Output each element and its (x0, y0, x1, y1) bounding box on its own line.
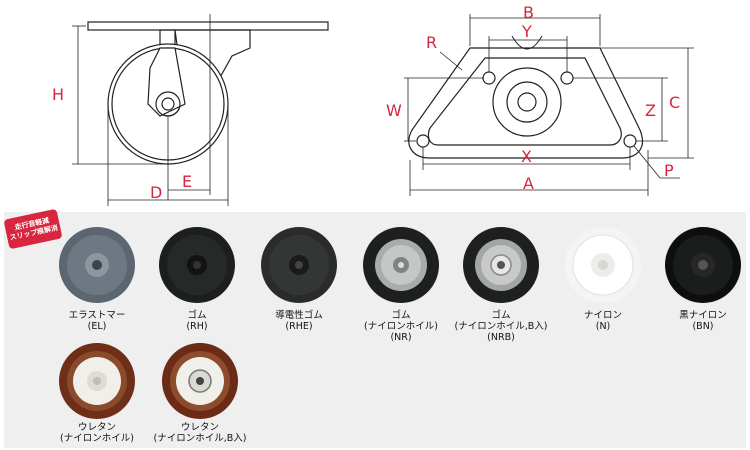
wheel-image-conductive-rubber (261, 227, 337, 303)
wheel-label-rubber-nylon-bearing: ゴム(ナイロンホイル,B入)(NRB) (454, 310, 548, 343)
dim-label-e: E (182, 172, 192, 191)
dim-label-r: R (426, 33, 437, 52)
plate-view (408, 35, 643, 159)
wheel-image-elastomer (59, 227, 135, 303)
caster-dimension-diagram: H D E B (52, 3, 694, 206)
wheel-label-rubber-nylon: ゴム(ナイロンホイル)(NR) (364, 310, 438, 343)
side-view-dimensions (72, 14, 229, 206)
wheel-label-urethane-nylon-bearing: ウレタン(ナイロンホイル,B入) (153, 422, 247, 444)
side-view (87, 21, 329, 165)
wheel-image-urethane-nylon (59, 343, 135, 419)
dim-label-h: H (52, 85, 64, 104)
dim-label-y: Y (521, 22, 532, 41)
plate-view-dimensions (404, 14, 694, 196)
wheel-image-rubber (159, 227, 235, 303)
wheel-label-black-nylon: 黒ナイロン(BN) (679, 310, 727, 332)
wheel-type-gallery: 走行音軽減 スリップ痕解消 エラストマー(EL) ゴム(RH) 導電性ゴム(RH… (3, 208, 746, 448)
wheel-image-urethane-nylon-bearing (162, 343, 238, 419)
wheel-label-urethane-nylon: ウレタン(ナイロンホイル) (60, 422, 134, 444)
dim-label-w: W (386, 101, 402, 120)
wheel-label-conductive-rubber: 導電性ゴム(RHE) (275, 310, 323, 332)
dim-label-b: B (523, 3, 534, 22)
wheel-image-nylon (565, 227, 641, 303)
dim-label-a: A (523, 174, 534, 193)
wheel-image-rubber-nylon-bearing (463, 227, 539, 303)
dim-label-c: C (669, 93, 680, 112)
low-noise-badge: 走行音軽減 スリップ痕解消 (3, 208, 63, 250)
wheel-image-black-nylon (665, 227, 741, 303)
dim-label-z: Z (645, 101, 656, 120)
wheel-image-rubber-nylon (363, 227, 439, 303)
wheel-label-rubber: ゴム(RH) (186, 310, 208, 332)
dim-label-p: P (664, 161, 674, 180)
wheel-label-nylon: ナイロン(N) (583, 310, 622, 332)
dim-label-x: X (521, 147, 532, 166)
wheel-label-elastomer: エラストマー(EL) (68, 310, 126, 332)
dim-label-d: D (150, 183, 162, 202)
